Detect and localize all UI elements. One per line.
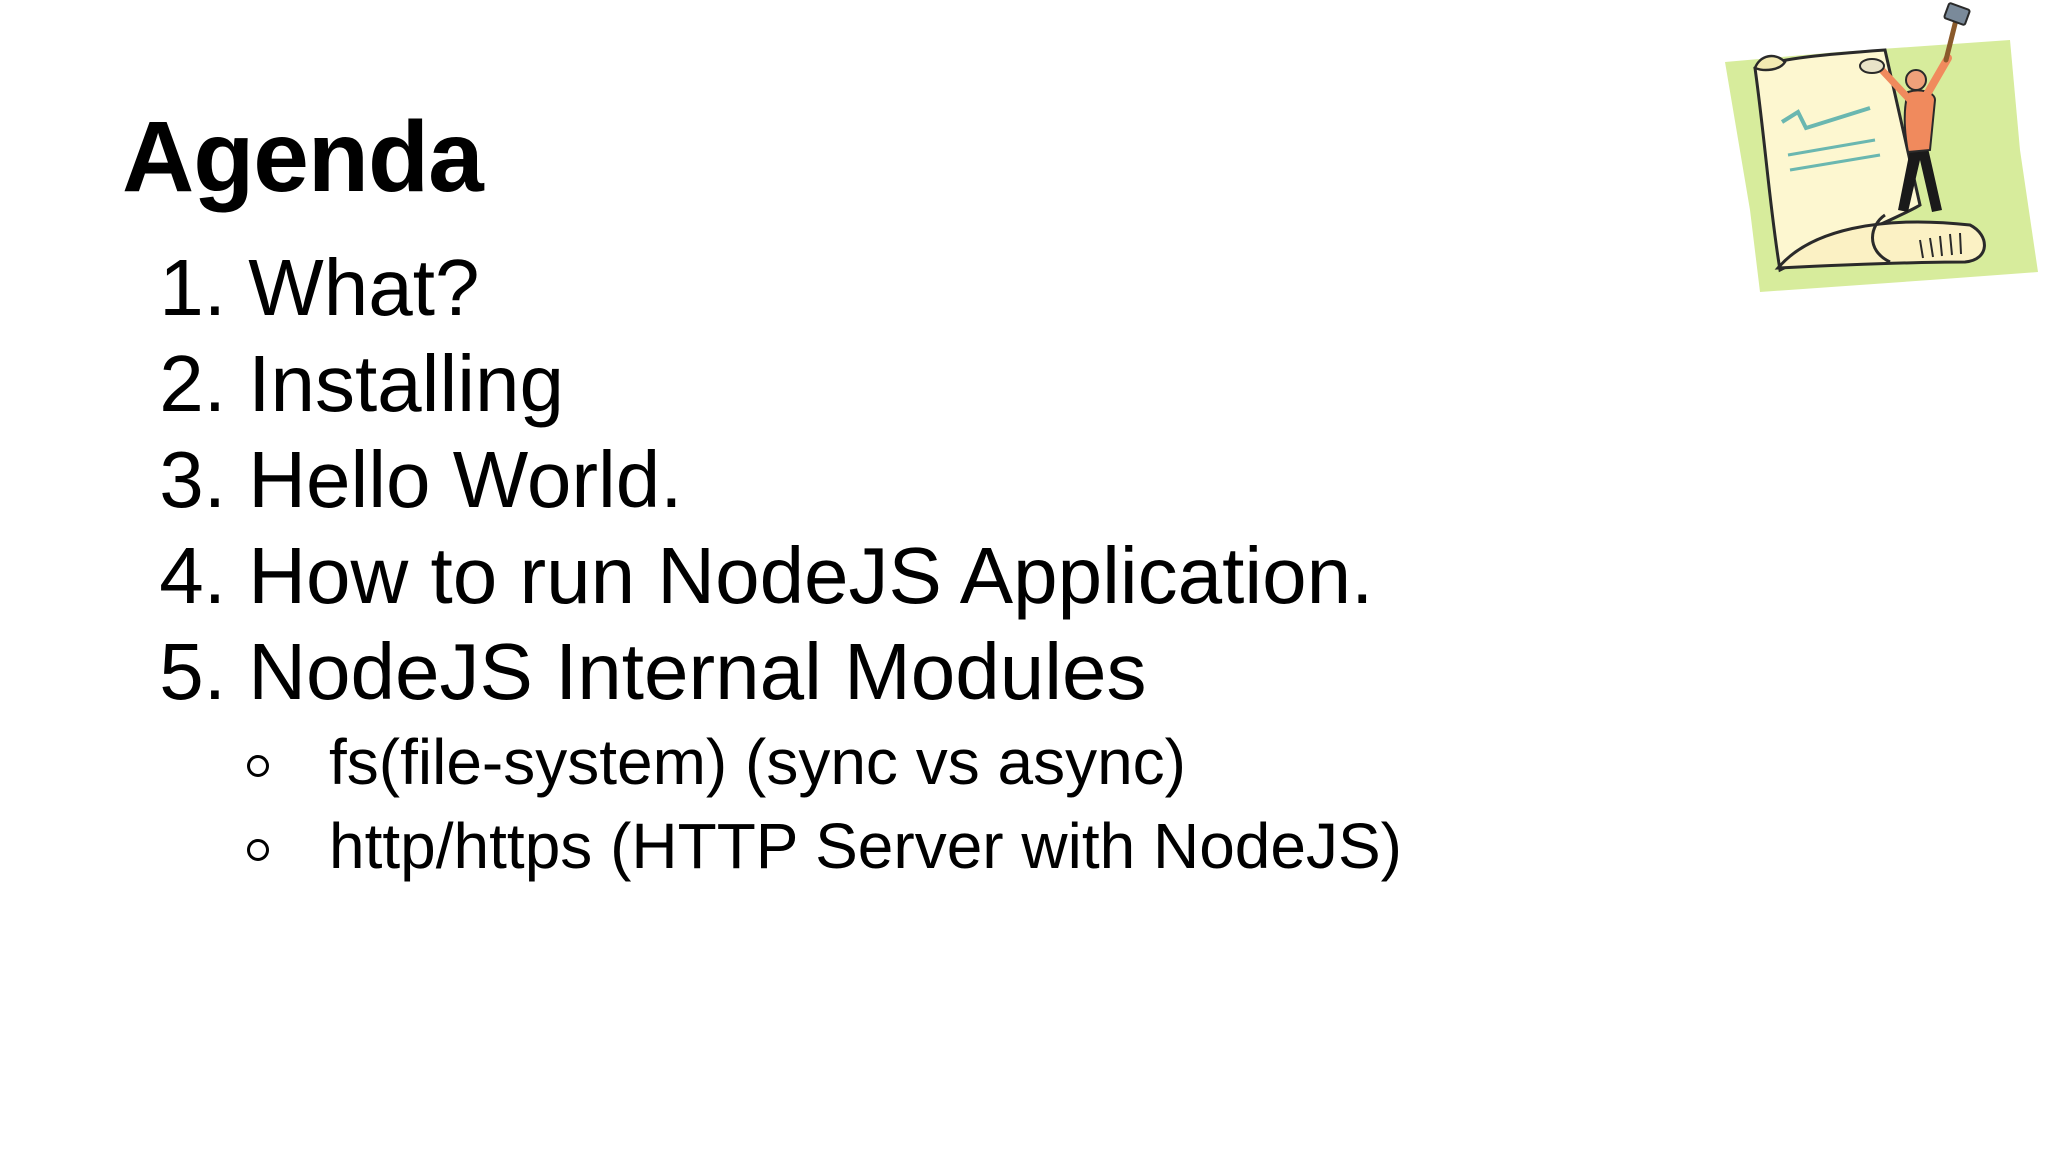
agenda-item-5: 5. NodeJS Internal Modules — [130, 624, 1630, 720]
agenda-item-number: 3. — [159, 435, 226, 524]
agenda-item-text: Installing — [248, 339, 564, 428]
agenda-item-text: NodeJS Internal Modules — [248, 627, 1147, 716]
agenda-item-text: What? — [248, 243, 480, 332]
sub-item-text: fs(file-system) (sync vs async) — [329, 726, 1186, 798]
agenda-item-text: Hello World. — [248, 435, 683, 524]
agenda-item-1: 1. What? — [130, 240, 1630, 336]
document-scroll-with-person-hammer-icon — [1720, 0, 2048, 300]
hollow-circle-bullet-icon — [247, 839, 269, 861]
sub-item-http: http/https (HTTP Server with NodeJS) — [130, 804, 1630, 888]
agenda-item-3: 3. Hello World. — [130, 432, 1630, 528]
slide-title: Agenda — [122, 101, 484, 213]
agenda-item-number: 1. — [159, 243, 226, 332]
agenda-item-number: 2. — [159, 339, 226, 428]
agenda-list: 1. What? 2. Installing 3. Hello World. 4… — [130, 240, 1630, 888]
hollow-circle-bullet-icon — [247, 755, 269, 777]
sub-list-container: fs(file-system) (sync vs async) http/htt… — [130, 720, 1630, 888]
agenda-item-number: 4. — [159, 531, 226, 620]
sub-item-fs: fs(file-system) (sync vs async) — [130, 720, 1630, 804]
agenda-item-4: 4. How to run NodeJS Application. — [130, 528, 1630, 624]
agenda-item-text: How to run NodeJS Application. — [248, 531, 1374, 620]
sub-list: fs(file-system) (sync vs async) http/htt… — [130, 720, 1630, 888]
agenda-item-number: 5. — [159, 627, 226, 716]
agenda-item-2: 2. Installing — [130, 336, 1630, 432]
sub-item-text: http/https (HTTP Server with NodeJS) — [329, 810, 1402, 882]
